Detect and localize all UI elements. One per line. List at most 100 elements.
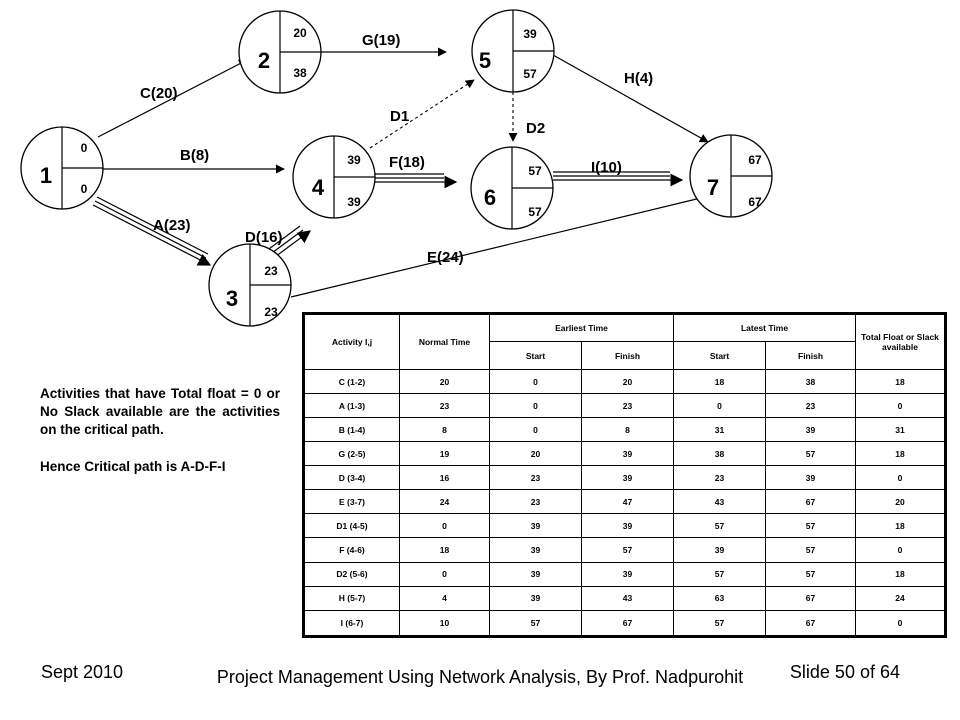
- table-cell: 20: [489, 441, 582, 467]
- edge-label-f: F(18): [389, 154, 425, 171]
- node-1: 1 0 0: [20, 126, 104, 210]
- table-cell: 39: [489, 537, 582, 563]
- table-cell: 57: [673, 609, 767, 638]
- edge-label-d: D(16): [245, 229, 283, 246]
- footer-title: Project Management Using Network Analysi…: [216, 667, 744, 687]
- table-cell: 24: [855, 585, 947, 611]
- edge-label-b: B(8): [180, 147, 209, 164]
- edge-d2: D2: [508, 92, 545, 142]
- header-earliest-time: Earliest Time: [488, 313, 675, 342]
- node-earliest: 0: [81, 141, 88, 155]
- node-latest: 57: [523, 67, 537, 81]
- header-total-float: Total Float or Slack available: [855, 313, 947, 370]
- table-cell: 24: [399, 489, 490, 515]
- table-cell: 67: [580, 609, 675, 638]
- node-latest: 0: [81, 182, 88, 196]
- node-latest: 57: [528, 205, 542, 219]
- critical-path-note: Activities that have Total float = 0 or …: [40, 385, 280, 476]
- edge-f: F(18): [374, 154, 458, 189]
- table-cell: 0: [489, 417, 582, 443]
- table-cell: 39: [765, 465, 857, 491]
- table-cell: 57: [580, 537, 675, 563]
- edge-label-a: A(23): [153, 217, 191, 234]
- table-cell: H (5-7): [303, 585, 400, 611]
- table-cell: 0: [399, 513, 490, 539]
- table-cell: 57: [673, 561, 767, 587]
- edge-h: H(4): [552, 54, 709, 143]
- node-latest: 38: [293, 66, 307, 80]
- table-cell: 0: [399, 561, 490, 587]
- table-cell: 31: [673, 417, 767, 443]
- node-earliest: 20: [293, 26, 307, 40]
- table-cell: 18: [855, 441, 947, 467]
- table-cell: G (2-5): [303, 441, 400, 467]
- table-cell: 39: [580, 441, 675, 467]
- table-cell: 39: [673, 537, 767, 563]
- table-cell: 18: [399, 537, 490, 563]
- edge-label-e: E(24): [427, 249, 464, 266]
- node-4: 4 39 39: [292, 135, 376, 219]
- edge-label-i: I(10): [591, 159, 622, 176]
- edge-b: B(8): [103, 147, 285, 174]
- node-latest: 39: [347, 195, 361, 209]
- edge-label-c: C(20): [140, 85, 178, 102]
- table-cell: 23: [673, 465, 767, 491]
- activity-table: Activity I,j Normal Time Earliest Time L…: [302, 312, 948, 638]
- edge-a: A(23): [92, 196, 212, 266]
- edge-label-h: H(4): [624, 70, 653, 87]
- table-cell: 0: [489, 368, 582, 395]
- table-cell: D (3-4): [303, 465, 400, 491]
- edge-e: E(24): [290, 193, 710, 298]
- edge-c: C(20): [97, 59, 248, 138]
- node-6: 6 57 57: [470, 146, 554, 230]
- node-earliest: 57: [528, 164, 542, 178]
- table-cell: 39: [489, 513, 582, 539]
- table-cell: I (6-7): [303, 609, 400, 638]
- table-cell: 38: [673, 441, 767, 467]
- edge-d1: D1: [369, 79, 475, 149]
- table-cell: 16: [399, 465, 490, 491]
- node-5: 5 39 57: [471, 9, 555, 93]
- table-cell: C (1-2): [303, 368, 400, 395]
- node-number: 1: [40, 163, 52, 188]
- table-cell: E (3-7): [303, 489, 400, 515]
- table-cell: 23: [765, 393, 857, 419]
- table-cell: 8: [399, 417, 490, 443]
- footer-slide-number: Slide 50 of 64: [789, 662, 900, 682]
- table-cell: 57: [489, 609, 582, 638]
- table-cell: 4: [399, 585, 490, 611]
- node-latest: 23: [264, 305, 278, 319]
- node-number: 2: [258, 48, 270, 73]
- table-cell: 0: [855, 465, 947, 491]
- table-cell: 39: [489, 585, 582, 611]
- table-cell: 8: [580, 417, 675, 443]
- table-cell: 39: [580, 465, 675, 491]
- table-cell: 23: [399, 393, 490, 419]
- node-number: 6: [484, 185, 496, 210]
- table-cell: 18: [855, 513, 947, 539]
- header-normal-time: Normal Time: [399, 313, 490, 370]
- table-cell: 23: [489, 465, 582, 491]
- edge-i: I(10): [553, 159, 684, 187]
- table-cell: B (1-4): [303, 417, 400, 443]
- table-cell: 57: [765, 513, 857, 539]
- node-earliest: 39: [523, 27, 537, 41]
- table-cell: 39: [580, 561, 675, 587]
- table-cell: 43: [580, 585, 675, 611]
- node-number: 3: [226, 286, 238, 311]
- table-cell: 10: [399, 609, 490, 638]
- table-cell: 57: [765, 537, 857, 563]
- node-latest: 67: [748, 195, 762, 209]
- table-cell: 0: [673, 393, 767, 419]
